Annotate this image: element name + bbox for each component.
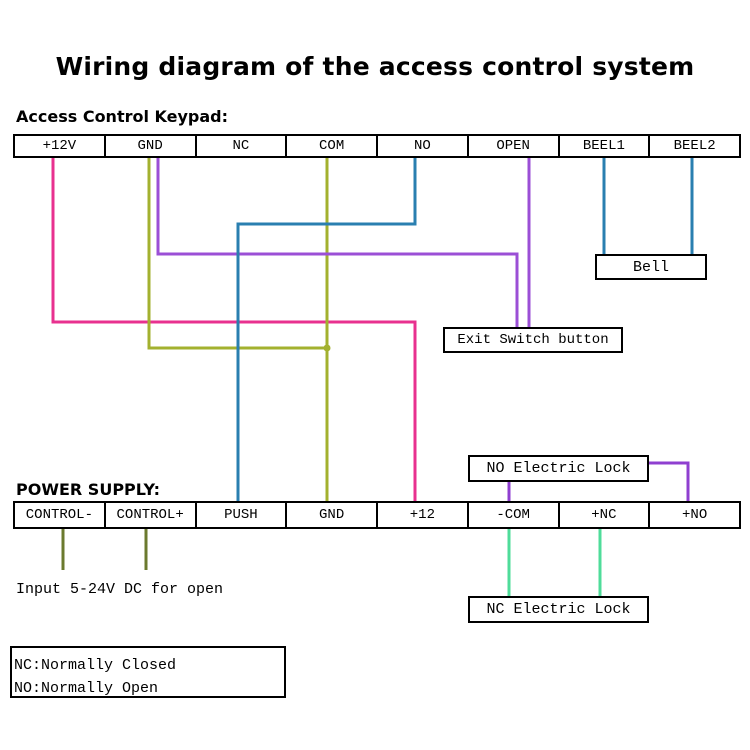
- keypad-terminal-beel1: BEEL1: [560, 136, 651, 156]
- ps-terminal-12: +12: [378, 503, 469, 527]
- legend-nc: NC:Normally Closed: [14, 657, 177, 674]
- bell-box: Bell: [595, 254, 707, 280]
- keypad-heading: Access Control Keypad:: [16, 107, 229, 126]
- page-title: Wiring diagram of the access control sys…: [55, 52, 695, 81]
- power-supply-terminal-strip: CONTROL- CONTROL+ PUSH GND +12 -COM +NC …: [13, 501, 741, 529]
- keypad-terminal-strip: +12V GND NC COM NO OPEN BEEL1 BEEL2: [13, 134, 741, 158]
- wire-no-lock-no: [648, 461, 690, 501]
- ps-terminal-gnd: GND: [287, 503, 378, 527]
- wire-12v: [51, 158, 417, 501]
- ps-terminal-nc: +NC: [560, 503, 651, 527]
- nc-electric-lock-box: NC Electric Lock: [468, 596, 649, 623]
- wire-gnd-exit: [156, 158, 519, 328]
- wire-no-push: [236, 158, 417, 501]
- power-supply-heading: POWER SUPPLY:: [16, 480, 161, 499]
- control-input-note: Input 5-24V DC for open: [16, 581, 224, 598]
- ps-terminal-push: PUSH: [197, 503, 288, 527]
- keypad-terminal-open: OPEN: [469, 136, 560, 156]
- gnd-junction-dot: [323, 344, 331, 352]
- keypad-terminal-gnd: GND: [106, 136, 197, 156]
- ps-terminal-no: +NO: [682, 507, 708, 523]
- legend-no: NO:Normally Open: [14, 680, 159, 697]
- ps-terminal-com: -COM: [469, 503, 560, 527]
- keypad-terminal-12v: +12V: [15, 136, 106, 156]
- exit-switch-box: Exit Switch button: [443, 327, 623, 353]
- keypad-terminal-no: NO: [378, 136, 469, 156]
- no-electric-lock-box: NO Electric Lock: [468, 455, 649, 482]
- ps-terminal-control-plus: CONTROL+: [106, 503, 197, 527]
- wire-gnd-keypad: [147, 158, 327, 350]
- legend-box: NC:Normally Closed NO:Normally Open: [10, 646, 286, 698]
- ps-terminal-control-minus: CONTROL-: [15, 503, 106, 527]
- keypad-terminal-com: COM: [287, 136, 378, 156]
- keypad-terminal-nc: NC: [197, 136, 288, 156]
- keypad-terminal-beel2: BEEL2: [673, 138, 716, 154]
